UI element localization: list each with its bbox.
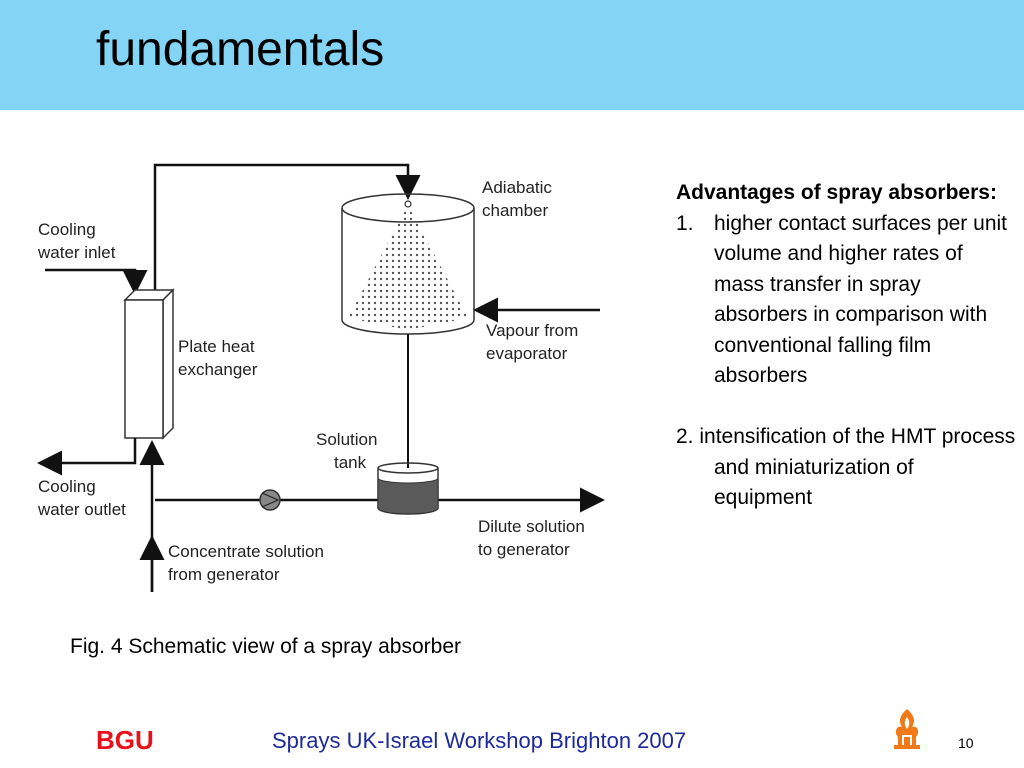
bgu-logo-icon — [894, 709, 920, 749]
cooling-outlet-arrow — [37, 438, 137, 476]
vapour-label-2: evaporator — [486, 344, 568, 363]
slide-title: fundamentals — [96, 23, 385, 76]
dilute-label-2: to generator — [478, 540, 570, 559]
workshop-footer: Sprays UK-Israel Workshop Brighton 2007 — [272, 728, 687, 753]
solution-label-2: tank — [334, 453, 367, 472]
adiabatic-chamber — [341, 193, 475, 335]
advantage-item-1: 1. higher contact surfaces per unit volu… — [676, 209, 1016, 392]
page-number: 10 — [958, 735, 974, 751]
cooling-outlet-label-1: Cooling — [38, 477, 96, 496]
spray-absorber-diagram: Cooling water inlet Plate heat exchanger… — [37, 163, 605, 592]
solution-label-1: Solution — [316, 430, 377, 449]
header-banner: fundamentals — [0, 0, 1024, 110]
bgu-label: BGU — [96, 725, 154, 755]
list-spacer — [676, 392, 1016, 423]
cooling-loop-pipe — [153, 163, 421, 290]
pump-icon — [259, 489, 281, 511]
solution-tank — [377, 462, 439, 515]
advantages-heading: Advantages of spray absorbers: — [676, 181, 997, 204]
adiabatic-label-2: chamber — [482, 201, 548, 220]
advantage-item-1-text: higher contact surfaces per unit volume … — [714, 211, 1007, 388]
cooling-inlet-arrow — [45, 268, 148, 295]
plate-heat-exchanger — [123, 288, 175, 440]
concentrate-label-2: from generator — [168, 565, 280, 584]
advantage-item-1-number: 1. — [676, 211, 694, 235]
plate-heat-label-2: exchanger — [178, 360, 258, 379]
cooling-inlet-label-1: Cooling — [38, 220, 96, 239]
figure-caption: Fig. 4 Schematic view of a spray absorbe… — [70, 635, 462, 658]
dilute-label-1: Dilute solution — [478, 517, 585, 536]
concentrate-label-1: Concentrate solution — [168, 542, 324, 561]
cooling-inlet-label-2: water inlet — [37, 243, 116, 262]
adiabatic-label-1: Adiabatic — [482, 178, 552, 197]
plate-heat-label-1: Plate heat — [178, 337, 255, 356]
advantage-item-2: 2. intensification of the HMT process an… — [676, 425, 1016, 509]
vapour-label-1: Vapour from — [486, 321, 578, 340]
advantages-list: Advantages of spray absorbers: 1. higher… — [676, 178, 1016, 514]
cooling-outlet-label-2: water outlet — [37, 500, 126, 519]
